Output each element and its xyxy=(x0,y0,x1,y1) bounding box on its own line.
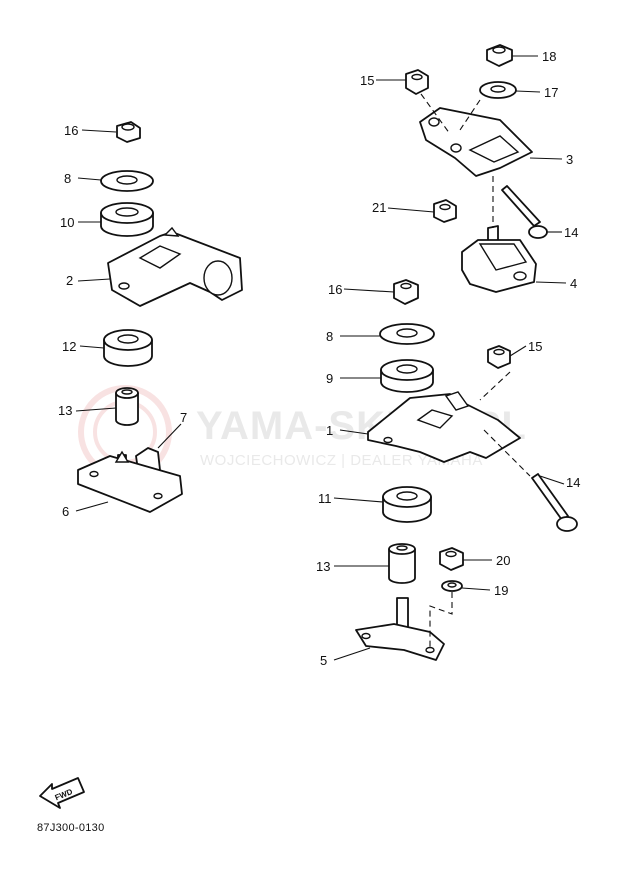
washer-17 xyxy=(479,81,517,99)
diagram-code: 87J300-0130 xyxy=(37,822,105,834)
callout-16-left: 16 xyxy=(64,123,78,138)
collar-13-left xyxy=(115,387,139,426)
bolt-14-top xyxy=(501,185,548,239)
callout-18: 18 xyxy=(542,49,556,64)
callout-17: 17 xyxy=(544,85,558,100)
collar-13-right xyxy=(388,543,416,584)
callout-1: 1 xyxy=(326,423,333,438)
nut-21 xyxy=(433,199,457,223)
callout-15-top: 15 xyxy=(360,73,374,88)
right-callout-lines xyxy=(333,55,567,661)
callout-8-left: 8 xyxy=(64,171,71,186)
nut-15-top xyxy=(405,69,429,95)
bolt-14-right xyxy=(531,473,578,532)
left-callout-lines xyxy=(75,129,182,512)
callout-4: 4 xyxy=(570,276,577,291)
washer-8-right xyxy=(379,323,435,345)
callout-16-right: 16 xyxy=(328,282,342,297)
washer-19 xyxy=(441,580,463,592)
damper-12 xyxy=(103,329,153,367)
callout-9: 9 xyxy=(326,371,333,386)
callout-14-right: 14 xyxy=(566,475,580,490)
nut-18 xyxy=(486,44,513,67)
callout-10: 10 xyxy=(60,215,74,230)
bracket-1 xyxy=(367,391,521,463)
bracket-2 xyxy=(107,226,243,307)
nut-16-left xyxy=(116,121,141,143)
callout-7: 7 xyxy=(180,410,187,425)
mount-4 xyxy=(461,225,537,293)
washer-8-left xyxy=(100,170,154,192)
callout-11: 11 xyxy=(318,491,332,506)
damper-11 xyxy=(382,486,432,523)
callout-21: 21 xyxy=(372,200,386,215)
callout-13-right: 13 xyxy=(316,559,330,574)
callout-3: 3 xyxy=(566,152,573,167)
bracket-3 xyxy=(419,107,533,177)
nut-16-right xyxy=(393,279,419,305)
damper-10 xyxy=(100,202,154,237)
assembly-axis-lines xyxy=(420,93,531,650)
plate-6 xyxy=(77,450,183,513)
damper-9 xyxy=(380,359,434,393)
callout-20: 20 xyxy=(496,553,510,568)
nut-15-right xyxy=(487,345,511,369)
callout-13-left: 13 xyxy=(58,403,72,418)
callout-8-right: 8 xyxy=(326,329,333,344)
callout-2: 2 xyxy=(66,273,73,288)
callout-14-top: 14 xyxy=(564,225,578,240)
nut-20 xyxy=(439,547,464,571)
watermark-subtitle: WOJCIECHOWICZ | DEALER YAMAHA xyxy=(200,452,483,469)
callout-15-right: 15 xyxy=(528,339,542,354)
callout-12: 12 xyxy=(62,339,76,354)
fwd-arrow-icon: FWD xyxy=(39,777,85,809)
callout-5: 5 xyxy=(320,653,327,668)
callout-19: 19 xyxy=(494,583,508,598)
plate-5 xyxy=(355,597,445,661)
callout-6: 6 xyxy=(62,504,69,519)
